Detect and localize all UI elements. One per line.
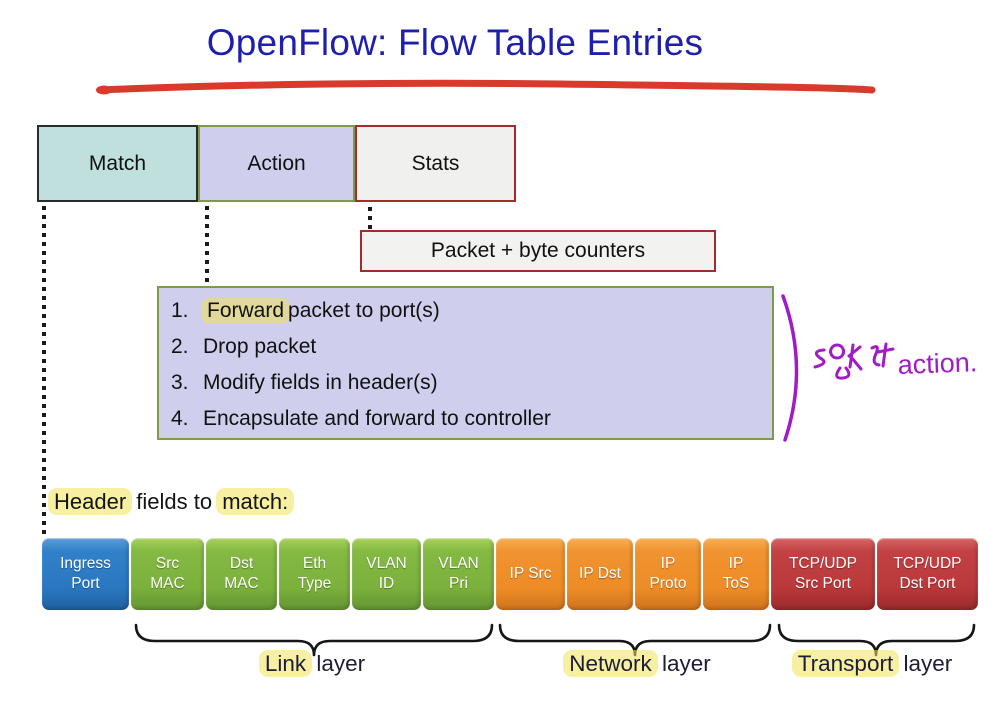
- packet-byte-counters-box: Packet + byte counters: [360, 230, 716, 272]
- stats-connector-dotted-line: [368, 207, 372, 229]
- field-label: VLAN: [438, 555, 479, 572]
- field-label: Eth: [302, 555, 327, 572]
- action-item-4: 4. Encapsulate and forward to controller: [171, 401, 772, 437]
- handwritten-annotation: action.: [813, 342, 978, 380]
- network-layer-label: Network layer: [488, 650, 788, 677]
- action-label: Action: [247, 151, 306, 175]
- field-label: Port: [71, 575, 100, 592]
- field-ip-tos: IP ToS: [703, 538, 769, 610]
- field-vlan-pri: VLAN Pri: [423, 538, 494, 610]
- action-item-2: 2. Drop packet: [171, 329, 772, 365]
- annotation-text: action.: [897, 347, 978, 380]
- field-label: IP: [728, 555, 744, 572]
- field-tcpudp-dst-port: TCP/UDP Dst Port: [877, 538, 978, 610]
- page-title: OpenFlow: Flow Table Entries: [206, 22, 704, 63]
- field-label: Dst Port: [899, 575, 956, 592]
- link-layer-label: Link layer: [163, 650, 463, 677]
- field-vlan-id: VLAN ID: [352, 538, 421, 610]
- field-label: IP Dst: [579, 565, 621, 582]
- match-connector-dotted-line: [42, 206, 46, 534]
- header-highlight-match: match:: [216, 488, 295, 515]
- actions-list-box: 1. Forward packet to port(s) 2. Drop pac…: [157, 286, 774, 440]
- action-item-3: 3. Modify fields in header(s): [171, 365, 772, 401]
- action-item-text: Modify fields in header(s): [203, 371, 438, 394]
- layer-label-text: layer: [655, 651, 711, 676]
- header-highlight-header: Header: [48, 488, 133, 515]
- field-label: TCP/UDP: [788, 555, 858, 572]
- handwritten-scribble: [813, 342, 895, 380]
- field-label: Src: [155, 555, 180, 572]
- action-item-number: 3.: [171, 371, 189, 394]
- field-ip-proto: IP Proto: [635, 538, 701, 610]
- field-label: Dst: [229, 555, 254, 572]
- link-layer-brace: [134, 623, 494, 657]
- flow-table-stats-cell: Stats: [355, 125, 516, 202]
- field-label: IP Src: [509, 565, 552, 582]
- field-label: IP: [660, 555, 676, 572]
- layer-label-highlight: Transport: [791, 650, 900, 677]
- layer-label-text: layer: [310, 651, 366, 676]
- transport-layer-label: Transport layer: [723, 650, 1005, 677]
- packet-byte-counters-label: Packet + byte counters: [430, 239, 646, 262]
- action-item-1: 1. Forward packet to port(s): [171, 293, 772, 329]
- match-label: Match: [88, 151, 147, 175]
- header-fields-line: Header fields to match:: [48, 488, 295, 515]
- action-item-number: 1.: [171, 299, 189, 322]
- action-item-text: Encapsulate and forward to controller: [203, 407, 551, 430]
- layer-label-highlight: Link: [258, 650, 313, 677]
- field-ip-src: IP Src: [496, 538, 565, 610]
- field-tcpudp-src-port: TCP/UDP Src Port: [771, 538, 875, 610]
- field-label: ToS: [722, 575, 750, 592]
- header-fields-mid-text: fields to: [130, 489, 219, 514]
- field-label: Proto: [649, 575, 687, 592]
- annotation-paren-arc: [781, 294, 799, 442]
- field-label: Pri: [449, 575, 468, 592]
- field-label: Ingress: [60, 555, 111, 572]
- field-label: TCP/UDP: [893, 555, 962, 572]
- flow-table-match-cell: Match: [37, 125, 198, 202]
- action-connector-dotted-line: [205, 206, 209, 284]
- field-label: Src Port: [795, 575, 851, 592]
- layer-label-highlight: Network: [563, 650, 658, 677]
- field-label: MAC: [224, 575, 259, 592]
- field-label: ID: [378, 575, 395, 592]
- field-label: VLAN: [366, 555, 407, 572]
- flow-table-action-cell: Action: [198, 125, 355, 202]
- field-label: MAC: [150, 575, 185, 592]
- title-underline-stroke: [96, 79, 876, 95]
- stats-label: Stats: [411, 151, 460, 175]
- action-item-number: 4.: [171, 407, 189, 430]
- action-item-text: Drop packet: [203, 335, 317, 358]
- action-item-number: 2.: [171, 335, 189, 358]
- layer-label-text: layer: [897, 651, 953, 676]
- field-label: Type: [297, 575, 332, 592]
- action-item-highlight: Forward: [201, 298, 291, 324]
- field-ip-dst: IP Dst: [567, 538, 633, 610]
- action-item-text: packet to port(s): [288, 299, 440, 322]
